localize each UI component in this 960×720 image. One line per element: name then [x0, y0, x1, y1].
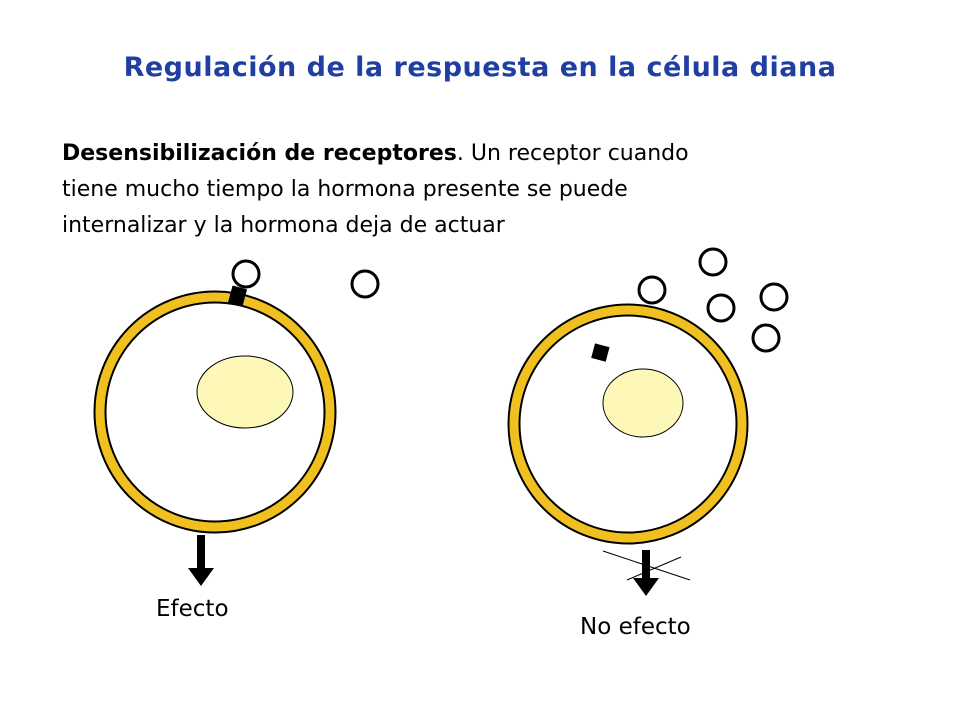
right-hormone-circle-icon-4: [759, 282, 789, 312]
left-free-hormone-circle-icon: [350, 269, 380, 299]
right-hormone-circle-icon-5: [751, 323, 781, 353]
cross-out-lines-icon: [602, 550, 691, 581]
right-effect-arrow-icon: [633, 550, 659, 596]
slide-title: Regulación de la respuesta en la célula …: [123, 52, 837, 83]
description-bold-lead: Desensibilización de receptores: [62, 141, 457, 166]
left-cell: [93, 259, 380, 586]
right-internalized-receptor-square-icon: [591, 343, 610, 362]
description-line3: internalizar y la hormona deja de actuar: [62, 213, 505, 238]
right-hormone-circle-icon-3: [706, 293, 736, 323]
left-cell-membrane-fill: [95, 292, 335, 532]
caption-no-efecto: No efecto: [580, 614, 691, 640]
description-paragraph: Desensibilización de receptores. Un rece…: [62, 136, 882, 244]
right-cell-nucleus: [602, 368, 684, 438]
caption-efecto: Efecto: [156, 596, 229, 622]
description-period: .: [456, 141, 471, 166]
right-hormone-circle-icon-2: [698, 247, 728, 277]
description-line1-rest: Un receptor cuando: [470, 141, 689, 166]
right-cell-membrane-fill: [509, 305, 747, 543]
left-effect-arrow-icon: [188, 535, 214, 586]
left-bound-hormone-circle-icon: [231, 259, 261, 289]
right-cell: [507, 247, 789, 596]
right-hormone-circle-icon-1: [637, 275, 667, 305]
description-line2: tiene mucho tiempo la hormona presente s…: [62, 177, 628, 202]
left-cell-nucleus: [196, 355, 294, 429]
left-receptor-square-icon: [227, 285, 248, 307]
